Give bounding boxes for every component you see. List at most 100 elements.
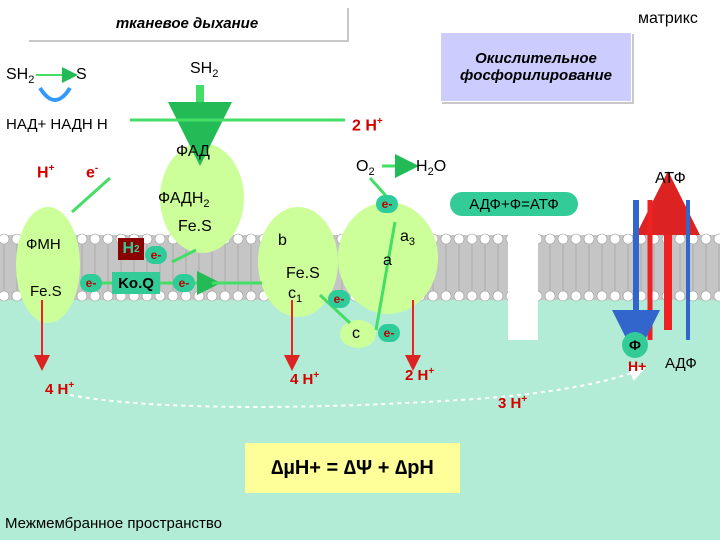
- phi-circle: Ф: [622, 332, 648, 358]
- lipid-head: [700, 290, 712, 302]
- lipid-head: [232, 233, 244, 245]
- c1-label: c1: [288, 285, 303, 306]
- e-minus-left: e-: [86, 163, 99, 182]
- lipid-head: [609, 290, 621, 302]
- cytochrome-c: [340, 320, 376, 348]
- adf-right: АДФ: [665, 355, 697, 372]
- lipid-head: [466, 233, 478, 245]
- lipid-head: [76, 233, 88, 245]
- koq-box: Ko.Q: [112, 272, 160, 294]
- two-h-right: 2 H+: [405, 366, 435, 384]
- intermembrane-label: Межмембранное пространство: [5, 515, 223, 532]
- matrix-label: матрикс: [638, 10, 698, 27]
- lipid-head: [89, 290, 101, 302]
- fad-label: ФАД: [176, 143, 210, 160]
- three-h: 3 H+: [498, 394, 528, 412]
- lipid-head: [492, 233, 504, 245]
- lipid-head: [583, 290, 595, 302]
- title-text: тканевое дыхание: [115, 14, 259, 32]
- lipid-head: [245, 290, 257, 302]
- lipid-head: [245, 233, 257, 245]
- complex-iii: [258, 207, 338, 317]
- lipid-head: [596, 290, 608, 302]
- h2o-label: H2O: [416, 158, 447, 179]
- lipid-head: [544, 290, 556, 302]
- sh2-left-label: SH2: [6, 66, 35, 87]
- b-label: b: [278, 232, 287, 249]
- oxphos-scroll: Окислительное фосфорилирование: [440, 32, 632, 102]
- h-plus-left: H+: [37, 163, 55, 182]
- lipid-head: [557, 233, 569, 245]
- arrow-fad-to-koq: [171, 248, 197, 264]
- lipid-head: [167, 290, 179, 302]
- lipid-head: [674, 233, 686, 245]
- complex-fad: [160, 143, 244, 253]
- lipid-head: [609, 233, 621, 245]
- lipid-head: [453, 290, 465, 302]
- s-label: S: [76, 66, 87, 83]
- arrow-to-fmn: [70, 176, 112, 214]
- complex-i: [16, 207, 80, 323]
- lipid-head: [206, 290, 218, 302]
- lipid-head: [674, 290, 686, 302]
- h-plus-right: H+: [628, 358, 647, 374]
- lipid-head: [193, 290, 205, 302]
- lipid-head: [219, 290, 231, 302]
- lipid-head: [180, 290, 192, 302]
- lipid-head: [583, 233, 595, 245]
- c-label: c: [352, 325, 360, 342]
- fadh2-label: ФАДН2: [158, 190, 210, 211]
- e-pill-1: e-: [80, 274, 102, 292]
- adf-eq-box: АДФ+Ф=АТФ: [450, 192, 578, 216]
- lipid-head: [570, 233, 582, 245]
- title-scroll: тканевое дыхание: [27, 6, 347, 40]
- lipid-head: [479, 233, 491, 245]
- fes-upper-label: Fe.S: [178, 218, 212, 235]
- fmn-label: ФМН: [26, 236, 61, 253]
- e-pill-6: e-: [378, 324, 400, 342]
- lipid-head: [154, 233, 166, 245]
- lipid-head: [570, 290, 582, 302]
- e-pill-3: e-: [173, 274, 195, 292]
- arrow-e-to-o2: [368, 176, 390, 200]
- two-h-top: 2 H+: [352, 116, 383, 135]
- e-pill-4: e-: [328, 290, 350, 308]
- lipid-head: [479, 290, 491, 302]
- equation-box: ∆µH+ = ∆Ψ + ∆pH: [245, 443, 460, 493]
- lipid-head: [557, 290, 569, 302]
- o2-label: O2: [356, 158, 375, 179]
- lipid-head: [0, 290, 10, 302]
- oxphos-text: Окислительное фосфорилирование: [460, 50, 612, 84]
- lipid-head: [440, 233, 452, 245]
- equation-text: ∆µH+ = ∆Ψ + ∆pH: [271, 456, 434, 479]
- lipid-head: [700, 233, 712, 245]
- lipid-head: [427, 290, 439, 302]
- lipid-head: [492, 290, 504, 302]
- lipid-head: [440, 290, 452, 302]
- lipid-head: [622, 290, 634, 302]
- arrow-c1-c: [318, 293, 352, 325]
- four-h-left: 4 H+: [45, 380, 75, 398]
- a-label: a: [383, 252, 392, 269]
- lipid-head: [102, 233, 114, 245]
- lipid-head: [596, 233, 608, 245]
- arrow-c-to-a: [374, 221, 397, 331]
- lipid-head: [232, 290, 244, 302]
- lipid-head: [0, 233, 10, 245]
- e-pill-2: e-: [145, 246, 167, 264]
- lipid-head: [622, 233, 634, 245]
- lipid-head: [76, 290, 88, 302]
- lipid-head: [466, 290, 478, 302]
- a3-label: a3: [400, 228, 416, 249]
- four-h-mid: 4 H+: [290, 370, 320, 388]
- lipid-head: [544, 233, 556, 245]
- lipid-head: [453, 233, 465, 245]
- sh2-s-curved-arrow: [38, 86, 72, 102]
- nad-label: НАД+ НАДН Н: [6, 116, 108, 133]
- lipid-head: [89, 233, 101, 245]
- fes-c1-label: Fe.S: [286, 265, 320, 282]
- atf-label: АТФ: [655, 170, 686, 187]
- sh2-top-label: SH2: [190, 60, 219, 81]
